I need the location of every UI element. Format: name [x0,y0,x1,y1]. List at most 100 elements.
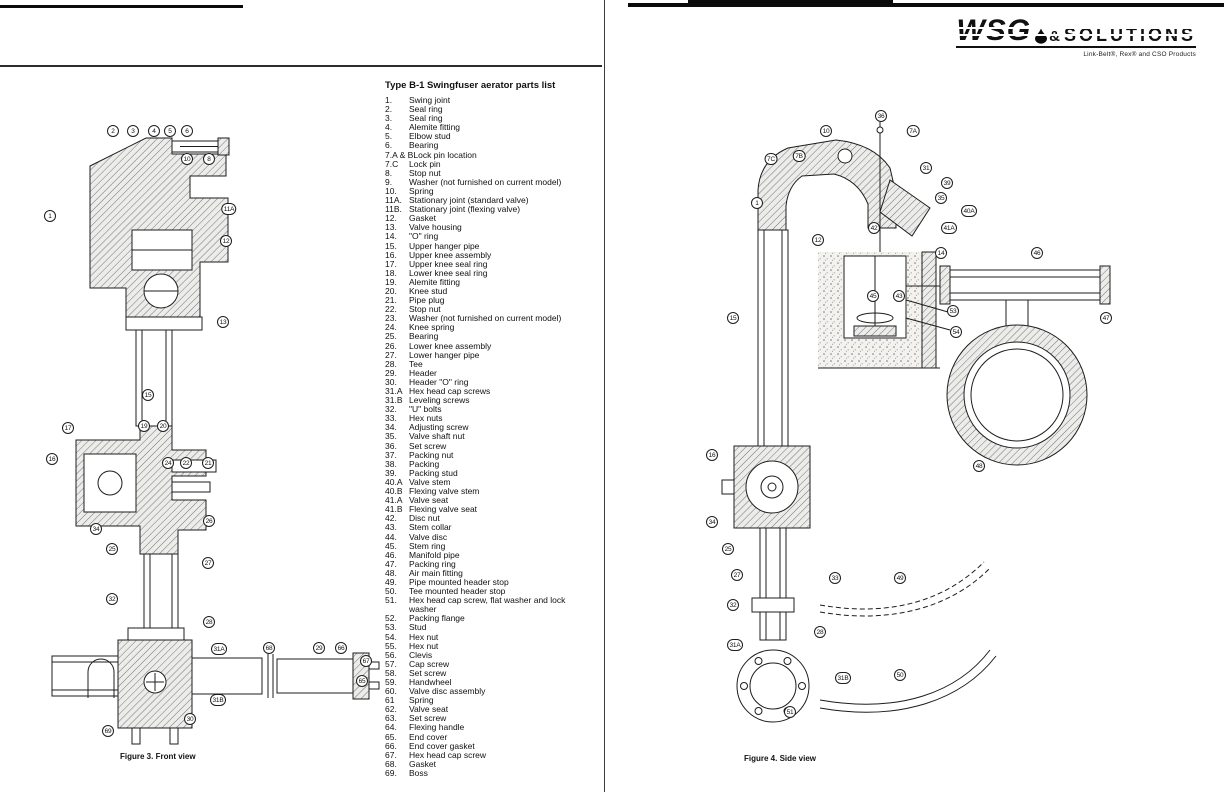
part-number: 31.A [385,386,403,396]
part-number: 43. [385,522,397,533]
callout-53: 53 [947,305,959,317]
part-item: 54.Hex nut [385,632,577,642]
front-knee-assembly [75,425,217,555]
part-number: 65. [385,731,397,742]
callout-35: 35 [935,192,947,204]
part-number: 68. [385,758,397,769]
part-number: 22. [385,304,397,315]
part-number: 59. [385,677,397,687]
callout-13: 13 [217,316,229,328]
callout-43: 43 [893,290,905,302]
part-label: Stationary joint (standard valve) [409,195,529,206]
part-number: 8. [385,167,393,178]
part-number: 40.A [385,476,403,487]
callout-22: 22 [180,457,192,469]
part-label: Cap screw [409,658,450,669]
part-label: Seal ring [409,113,443,124]
callout-65: 65 [356,675,368,687]
callout-47: 47 [1100,312,1112,324]
part-label: "U" bolts [409,404,442,415]
part-item: 49.Pipe mounted header stop [385,577,577,587]
callout-15: 15 [727,312,739,324]
part-label: Lower knee seal ring [409,267,488,278]
callout-32: 32 [727,599,739,611]
callout-17: 17 [62,422,74,434]
part-label: Set screw [409,440,447,451]
part-number: 27. [385,349,397,360]
part-number: 12. [385,213,397,224]
part-label: Bearing [409,140,439,151]
callout-36: 36 [875,110,887,122]
part-label: Alemite fitting [409,276,461,287]
part-item: 2.Seal ring [385,104,577,114]
callout-14: 14 [935,247,947,259]
side-hanger-pipe [757,229,789,447]
part-number: 64. [385,722,397,733]
part-number: 13. [385,222,397,233]
part-number: 7.A & B [385,149,414,160]
callout-26: 26 [203,515,215,527]
part-item: 59.Handwheel [385,677,577,687]
part-item: 47.Packing ring [385,558,577,569]
page-divider [604,0,606,792]
part-item: 21.Pipe plug [385,295,577,305]
part-item: 31.A Hex head cap screws [385,386,577,396]
part-item: 27.Lower hanger pipe [385,349,577,360]
part-item: 34.Adjusting screw [385,423,577,432]
part-number: 15. [385,240,397,251]
part-number: 4. [385,122,393,133]
part-item: 67.Hex head cap screw [385,750,577,760]
part-number: 17. [385,258,397,269]
part-label: Valve disc assembly [409,686,486,697]
front-tee-assembly [51,627,380,745]
side-bottom-flange [736,649,810,723]
callout-27: 27 [202,557,214,569]
part-item: 50.Tee mounted header stop [385,586,577,597]
scan-mark-top-right [628,3,1224,7]
part-number: 51. [385,595,397,606]
callout-33: 33 [829,572,841,584]
part-label: Washer (not furnished on current model) [409,176,562,187]
part-label: Stop nut [409,167,441,178]
part-label: Upper knee seal ring [409,258,488,269]
part-number: 1. [385,95,393,105]
callout-34: 34 [90,523,102,535]
part-label: Washer (not furnished on current model) [409,313,562,324]
callout-1: 1 [751,197,763,209]
callout-67: 67 [360,655,372,667]
front-swing-joint [89,137,230,331]
part-label: Tee mounted header stop [409,586,506,597]
part-label: Header "O" ring [409,376,469,387]
callout-21: 21 [202,457,214,469]
part-number: 60. [385,686,397,697]
part-item: 48.Air main fitting [385,568,577,578]
part-item: 4.Alemite fitting [385,123,577,132]
callout-50: 50 [894,669,906,681]
part-item: 12.Gasket [385,214,577,223]
part-label: Packing ring [409,558,456,569]
part-label: Hex head cap screws [409,386,491,396]
part-label: Lock pin location [413,149,477,160]
part-number: 5. [385,131,393,142]
front-lower-hanger-pipe [143,553,179,629]
callout-69: 69 [102,725,114,737]
part-item: 9.Washer (not furnished on current model… [385,176,577,187]
callout-12: 12 [220,235,232,247]
callout-45: 45 [867,290,879,302]
side-lower-pipe [751,527,795,641]
part-item: 16.Upper knee assembly [385,250,577,260]
part-item: 32."U" bolts [385,405,577,414]
part-label: Valve seat [409,704,449,715]
part-label: Knee stud [409,285,448,296]
part-item: 22.Stop nut [385,305,577,314]
part-label: Valve disc [409,531,448,542]
part-item: 68.Gasket [385,758,577,769]
part-label: Flexing handle [409,722,465,733]
part-number: 3. [385,113,393,124]
part-item: 46.Manifold pipe [385,550,577,560]
